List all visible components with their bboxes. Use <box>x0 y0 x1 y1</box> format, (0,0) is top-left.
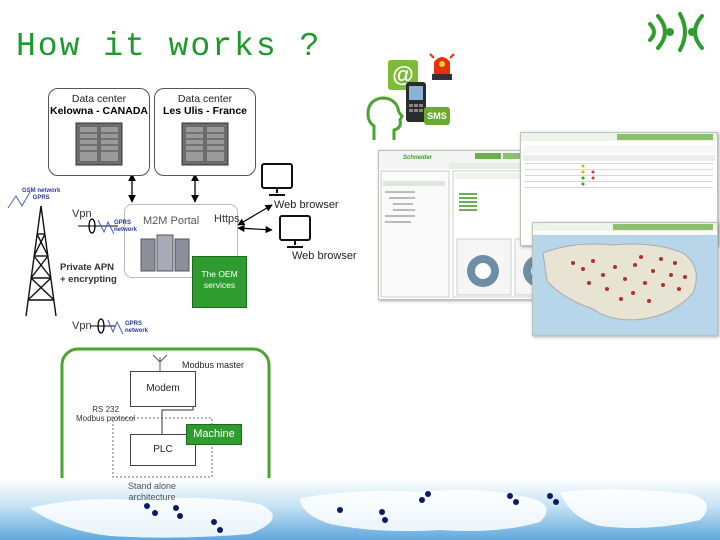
gsm-network-line1: GSM network <box>22 188 61 194</box>
monitor-icon <box>261 163 293 196</box>
gprs-network-line2: network <box>114 227 138 233</box>
datacenter-name: Kelowna - CANADA <box>49 105 148 117</box>
modem-box: Modem <box>130 371 196 407</box>
standalone-line1: Stand alone <box>127 481 177 491</box>
machine-label-box: Machine <box>186 424 242 445</box>
modbus-master-label: Modbus master <box>182 360 245 370</box>
gprs-bottom-label: GPRS network <box>125 321 148 335</box>
https-label: Https <box>214 213 240 225</box>
datacenter-name: Les Ulis - France <box>162 105 248 117</box>
gprs-network-line1: GPRS <box>114 220 132 226</box>
gprs-bottom-line1: GPRS <box>125 321 143 327</box>
server-cluster-icon <box>140 234 190 272</box>
device-map-screenshot <box>532 222 718 336</box>
world-map-band <box>0 478 720 540</box>
alarm-light-icon <box>429 53 455 80</box>
gsm-network-line2: GPRS <box>32 195 50 201</box>
device-map-ui-thumbnail <box>533 223 717 335</box>
speaking-head-icon <box>366 96 404 140</box>
private-apn-line1: Private APN <box>60 262 115 273</box>
signal-logo-icon <box>648 12 704 52</box>
vpn-bottom-label: Vpn <box>72 320 92 332</box>
m2m-portal-label: M2M Portal <box>143 215 200 227</box>
standalone-line2: architecture <box>128 492 176 502</box>
mobile-phone-icon <box>406 82 426 122</box>
rs232-line1: RS 232 <box>92 405 119 414</box>
plc-box: PLC <box>130 434 196 466</box>
web-browser-label-2: Web browser <box>292 250 357 262</box>
server-rack-icon <box>75 122 123 166</box>
gsm-tower-icon <box>25 205 57 317</box>
page-title: How it works ? <box>16 28 322 65</box>
datacenter-kelowna: Data center Kelowna - CANADA <box>48 88 150 176</box>
gprs-bottom-line2: network <box>125 328 149 334</box>
oem-services-box: The OEM services <box>192 256 247 308</box>
datacenter-les-ulis: Data center Les Ulis - France <box>154 88 256 176</box>
oem-services-line2: services <box>203 280 236 290</box>
oem-services-line1: The OEM <box>201 269 238 279</box>
device-list-ui-thumbnail <box>521 133 717 188</box>
svg-text:Schneider: Schneider <box>403 155 433 161</box>
vpn-label: Vpn <box>72 208 92 220</box>
gsm-network-label: GSM network GPRS <box>22 188 60 202</box>
datacenter-label: Data center <box>177 93 233 105</box>
server-rack-icon <box>181 122 229 166</box>
private-apn-line2: + encrypting <box>60 274 117 285</box>
rs232-line2: Modbus protocol <box>76 414 136 423</box>
web-browser-label-1: Web browser <box>274 199 339 211</box>
rs232-label: RS 232 Modbus protocol <box>76 405 135 423</box>
datacenter-label: Data center <box>71 93 127 105</box>
private-apn-label: Private APN + encrypting <box>60 262 117 286</box>
standalone-architecture-label: Stand alone architecture <box>118 481 186 503</box>
monitor-icon <box>279 215 311 248</box>
sms-icon: SMS <box>424 107 450 125</box>
gprs-network-label: GPRS network <box>114 220 137 234</box>
